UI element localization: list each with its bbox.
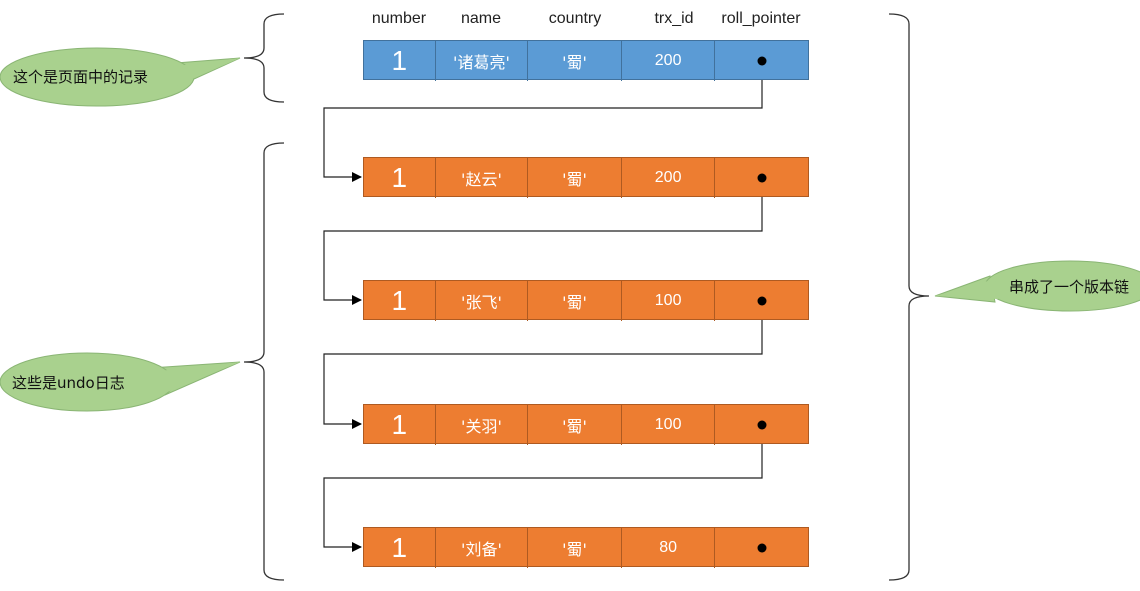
undo-record-row: 1 '刘备' '蜀' 80 [363,527,809,568]
record-roll-pointer [715,158,808,198]
record-roll-pointer [715,528,808,568]
callout-page-record-shape [0,47,241,107]
brace-version-chain [888,13,930,581]
header-trx-id: trx_id [654,10,694,27]
header-country: country [548,10,602,27]
header-roll-pointer: roll_pointer [721,10,801,27]
record-number: 1 [364,158,436,198]
connector-1 [323,60,763,182]
roll-pointer-dot-icon [757,173,767,183]
callout-version-chain: 串成了一个版本链 [1009,278,1130,296]
record-number: 1 [364,281,436,321]
brace-undo-log [243,142,285,581]
record-country: '蜀' [528,528,622,568]
connector-2 [323,177,763,305]
roll-pointer-dot-icon [757,543,767,553]
record-trx-id: 200 [622,158,716,198]
header-name: name [460,10,502,27]
record-roll-pointer [715,281,808,321]
record-trx-id: 80 [622,528,716,568]
callout-version-chain-shape [934,260,1140,312]
record-name: '关羽' [436,405,529,445]
record-country: '蜀' [528,405,622,445]
connector-3 [323,300,763,429]
callout-undo-log: 这些是undo日志 [12,374,125,392]
roll-pointer-dot-icon [757,296,767,306]
record-roll-pointer [715,41,808,81]
record-trx-id: 100 [622,405,716,445]
record-country: '蜀' [528,281,622,321]
record-country: '蜀' [528,41,622,81]
record-number: 1 [364,405,436,445]
undo-record-row: 1 '赵云' '蜀' 200 [363,157,809,198]
connector-4 [323,424,763,552]
brace-page-record [243,13,285,103]
record-name: '赵云' [436,158,529,198]
record-trx-id: 100 [622,281,716,321]
roll-pointer-dot-icon [757,56,767,66]
record-number: 1 [364,528,436,568]
undo-record-row: 1 '关羽' '蜀' 100 [363,404,809,445]
record-trx-id: 200 [622,41,716,81]
record-name: '刘备' [436,528,529,568]
roll-pointer-dot-icon [757,420,767,430]
record-country: '蜀' [528,158,622,198]
record-name: '诸葛亮' [436,41,529,81]
page-record-row: 1 '诸葛亮' '蜀' 200 [363,40,809,81]
record-number: 1 [364,41,436,81]
callout-undo-log-shape [0,352,241,412]
undo-record-row: 1 '张飞' '蜀' 100 [363,280,809,321]
header-number: number [371,10,427,27]
callout-page-record: 这个是页面中的记录 [13,68,149,86]
record-roll-pointer [715,405,808,445]
record-name: '张飞' [436,281,529,321]
